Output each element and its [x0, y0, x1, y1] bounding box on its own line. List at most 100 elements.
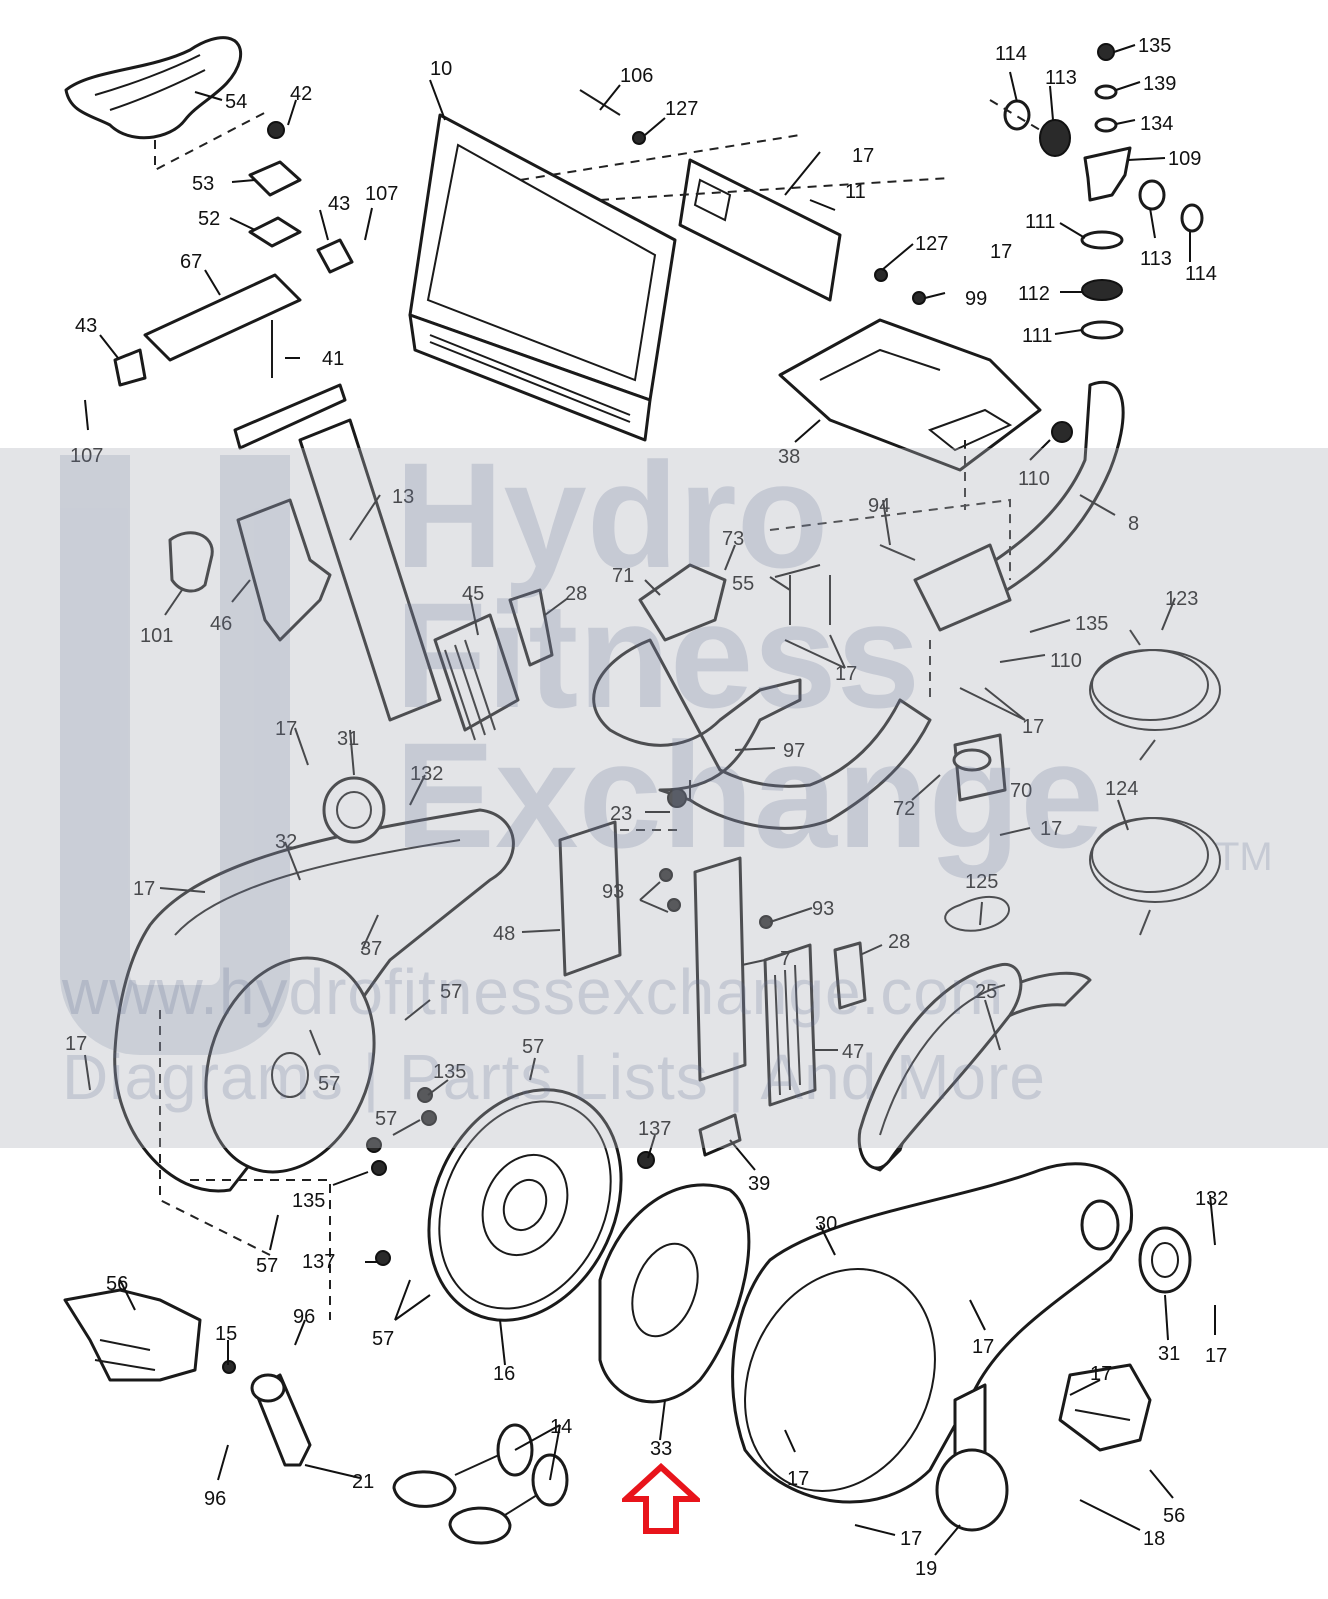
- part-label-111: 111: [1022, 325, 1052, 347]
- part-label-53: 53: [192, 173, 214, 195]
- part-label-37: 37: [360, 938, 382, 960]
- left-shroud-assembly: [113, 776, 515, 1320]
- part-label-43: 43: [75, 315, 97, 337]
- part-label-47: 47: [842, 1041, 864, 1063]
- part-label-17: 17: [787, 1468, 809, 1490]
- part-label-17: 17: [133, 878, 155, 900]
- part-label-23: 23: [610, 803, 632, 825]
- seat-post-assembly: [168, 383, 554, 741]
- part-label-139: 139: [1143, 73, 1176, 95]
- part-label-45: 45: [462, 583, 484, 605]
- part-label-137: 137: [638, 1118, 671, 1140]
- seat-assembly: [64, 36, 354, 387]
- part-label-72: 72: [893, 798, 915, 820]
- part-label-54: 54: [225, 91, 247, 113]
- cables-and-belt: [857, 629, 1221, 1170]
- part-label-124: 124: [1105, 778, 1138, 800]
- part-label-17: 17: [835, 663, 857, 685]
- part-label-125: 125: [965, 871, 998, 893]
- part-label-135: 135: [292, 1190, 325, 1212]
- part-label-17: 17: [1090, 1363, 1112, 1385]
- part-label-112: 112: [1018, 283, 1050, 305]
- part-label-15: 15: [215, 1323, 237, 1345]
- part-label-93: 93: [602, 881, 624, 903]
- part-label-94: 94: [868, 495, 890, 517]
- part-label-21: 21: [352, 1471, 374, 1493]
- part-label-135: 135: [433, 1061, 466, 1083]
- part-label-71: 71: [612, 565, 634, 587]
- part-label-8: 8: [1128, 513, 1139, 535]
- part-labels: 10 106 127 17 11 127 17 99 54 42 53 52 4…: [65, 35, 1228, 1580]
- part-label-48: 48: [493, 923, 515, 945]
- part-label-17: 17: [1022, 716, 1044, 738]
- part-label-17: 17: [972, 1336, 994, 1358]
- part-label-110: 110: [1050, 650, 1082, 672]
- part-label-57: 57: [318, 1073, 340, 1095]
- part-label-57: 57: [522, 1036, 544, 1058]
- part-label-110: 110: [1018, 468, 1050, 490]
- part-label-97: 97: [783, 740, 805, 762]
- part-label-93: 93: [812, 898, 834, 920]
- part-label-109: 109: [1168, 148, 1201, 170]
- part-label-113: 113: [1140, 248, 1172, 270]
- part-label-111: 111: [1025, 211, 1055, 233]
- part-label-14: 14: [550, 1416, 572, 1438]
- part-label-17: 17: [900, 1528, 922, 1550]
- part-label-107: 107: [70, 445, 103, 467]
- part-label-96: 96: [204, 1488, 226, 1510]
- highlight-arrow-icon: [622, 1463, 700, 1534]
- part-label-17: 17: [990, 241, 1012, 263]
- part-label-57: 57: [375, 1108, 397, 1130]
- part-label-43: 43: [328, 193, 350, 215]
- part-label-55: 55: [732, 573, 754, 595]
- part-label-16: 16: [493, 1363, 515, 1385]
- part-label-38: 38: [778, 446, 800, 468]
- part-label-28: 28: [888, 931, 910, 953]
- part-label-17: 17: [852, 145, 874, 167]
- part-label-132: 132: [1195, 1188, 1228, 1210]
- part-label-28: 28: [565, 583, 587, 605]
- upright-frame: [558, 820, 867, 1157]
- part-label-67: 67: [180, 251, 202, 273]
- lower-handlebar-assembly: [592, 498, 1012, 830]
- part-label-10: 10: [430, 58, 452, 80]
- part-label-31: 31: [337, 728, 359, 750]
- part-label-99: 99: [965, 288, 987, 310]
- part-label-57: 57: [372, 1328, 394, 1350]
- part-label-134: 134: [1140, 113, 1173, 135]
- part-label-11: 11: [845, 181, 866, 203]
- part-label-17: 17: [275, 718, 297, 740]
- part-label-101: 101: [140, 625, 173, 647]
- part-label-17: 17: [1205, 1345, 1227, 1367]
- part-label-137: 137: [302, 1251, 335, 1273]
- part-label-114: 114: [1185, 263, 1217, 285]
- part-label-52: 52: [198, 208, 220, 230]
- part-label-41: 41: [322, 348, 344, 370]
- part-label-56: 56: [106, 1273, 128, 1295]
- part-label-123: 123: [1165, 588, 1198, 610]
- part-label-46: 46: [210, 613, 232, 635]
- part-label-57: 57: [256, 1255, 278, 1277]
- part-label-7: 7: [780, 948, 791, 970]
- part-label-132: 132: [410, 763, 443, 785]
- part-label-25: 25: [975, 981, 997, 1003]
- part-label-113: 113: [1045, 67, 1077, 89]
- pedal-crank-assembly: [63, 1288, 1152, 1545]
- part-label-18: 18: [1143, 1528, 1165, 1550]
- part-label-107: 107: [365, 183, 398, 205]
- part-label-39: 39: [748, 1173, 770, 1195]
- part-label-42: 42: [290, 83, 312, 105]
- part-label-106: 106: [620, 65, 653, 87]
- part-label-96: 96: [293, 1306, 315, 1328]
- part-label-19: 19: [915, 1558, 937, 1580]
- part-label-17: 17: [65, 1033, 87, 1055]
- part-label-31: 31: [1158, 1343, 1180, 1365]
- console-assembly: [408, 89, 951, 442]
- part-label-114: 114: [995, 43, 1027, 65]
- part-label-127: 127: [915, 233, 948, 255]
- part-label-135: 135: [1138, 35, 1171, 57]
- part-label-70: 70: [1010, 780, 1032, 802]
- part-label-13: 13: [392, 486, 414, 508]
- part-label-57: 57: [440, 981, 462, 1003]
